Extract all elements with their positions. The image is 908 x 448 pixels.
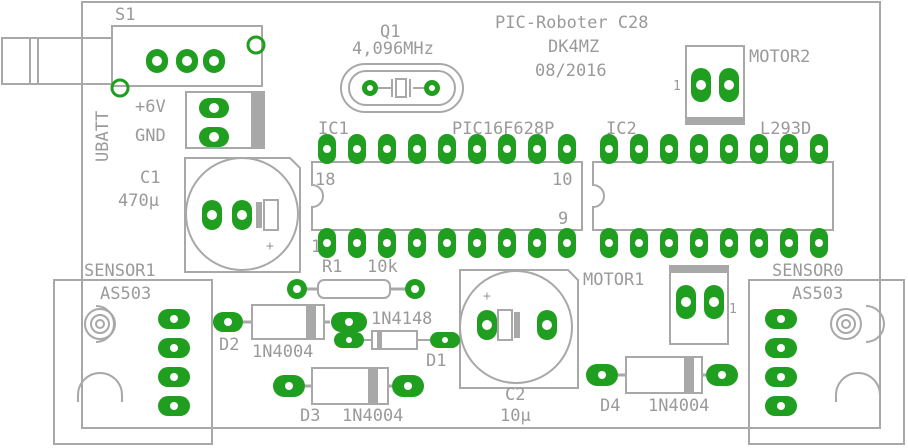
ic2-dip16: IC2 L293D [592,119,834,258]
d1-ref: D1 [426,351,446,371]
gnd-label: GND [135,126,166,146]
sensor1-value: AS503 [100,284,151,304]
diode-d3: D3 1N4004 [273,367,424,426]
r1-value: 10k [367,257,398,277]
sensor0-ref: SENSOR0 [772,261,844,281]
r1-ref: R1 [322,257,342,277]
switch-s1: S1 [1,5,266,98]
ic2-value: L293D [760,119,811,139]
ubatt-connector: UBATT +6V GND [93,91,265,162]
d1-value: 1N4148 [371,309,432,329]
crystal-q1: Q1 4,096MHz [340,22,464,113]
c1-plus: + [266,239,274,254]
ic1-pin10: 10 [552,170,572,190]
c2-plus: + [483,289,491,304]
c2-value: 10µ [500,406,531,426]
motor1-ref: MOTOR1 [583,270,644,290]
motor2-connector: MOTOR2 1 [673,45,810,125]
ic2-ref: IC2 [606,119,637,139]
s1-ref: S1 [115,5,135,25]
q1-ref: Q1 [380,22,400,42]
sensor0-module: SENSOR0 AS503 [748,261,905,445]
ic1-dip18: IC1 PIC16F628P 18 10 9 1 [311,119,583,258]
ubatt-label: UBATT [93,111,113,162]
ic1-pin1: 1 [311,237,321,257]
c2-ref: C2 [505,385,525,405]
d2-value: 1N4004 [252,342,313,362]
project-title: PIC-Roboter C28 [495,13,649,33]
ic1-pin9: 9 [558,209,568,229]
d3-ref: D3 [300,406,320,426]
d4-value: 1N4004 [648,396,709,416]
d2-ref: D2 [219,335,239,355]
motor1-connector: MOTOR1 1 [583,265,737,345]
motor1-pin1: 1 [729,302,737,317]
c1-value: 470µ [118,191,159,211]
d4-ref: D4 [600,396,620,416]
diode-d1: 1N4148 D1 [334,309,460,371]
plus6v-label: +6V [135,97,166,117]
ic1-pin18: 18 [315,170,335,190]
capacitor-c2: + C2 10µ [459,269,579,426]
author-label: DK4MZ [548,37,599,57]
c1-ref: C1 [140,168,160,188]
ic1-value: PIC16F628P [452,119,554,139]
resistor-r1: R1 10k [287,257,425,299]
motor2-pin1: 1 [673,79,681,94]
ic1-ref: IC1 [318,119,349,139]
d3-value: 1N4004 [342,406,403,426]
sensor0-value: AS503 [792,284,843,304]
diode-d2: D2 1N4004 [213,304,367,362]
q1-value: 4,096MHz [352,39,434,59]
sensor1-module: SENSOR1 AS503 [53,261,213,445]
motor2-ref: MOTOR2 [749,47,810,67]
date-label: 08/2016 [535,61,607,81]
board-outline [81,1,881,429]
diode-d4: D4 1N4004 [586,356,738,416]
capacitor-c1: C1 470µ + [118,157,301,273]
sensor1-ref: SENSOR1 [84,261,156,281]
